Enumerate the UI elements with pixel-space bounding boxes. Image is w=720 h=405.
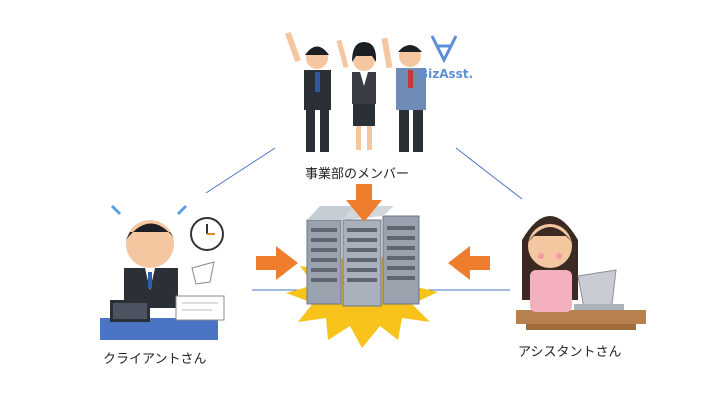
server-rack-icon (306, 206, 420, 307)
connector-members-client (205, 147, 276, 194)
inbound-arrows (256, 184, 490, 280)
woman-laptop-icon (516, 216, 646, 330)
member-middle (336, 39, 377, 150)
assistant-label: アシスタントさん (518, 345, 622, 360)
bizasst-logo-icon (430, 35, 458, 64)
member-right (381, 37, 426, 152)
clock-icon (190, 217, 224, 251)
busy-businessman-icon (100, 204, 225, 340)
arrow-down-icon (346, 184, 382, 222)
arrow-left-icon (448, 246, 490, 280)
arrow-right-icon (256, 246, 298, 280)
member-left (285, 31, 331, 152)
client-label: クライアントさん (103, 352, 207, 367)
connector-lines (205, 147, 523, 291)
members-label: 事業部のメンバー (305, 167, 410, 182)
logo-text: BizAsst. (419, 67, 474, 81)
connector-members-assistant (455, 147, 523, 200)
cheering-team-icon (285, 31, 426, 152)
